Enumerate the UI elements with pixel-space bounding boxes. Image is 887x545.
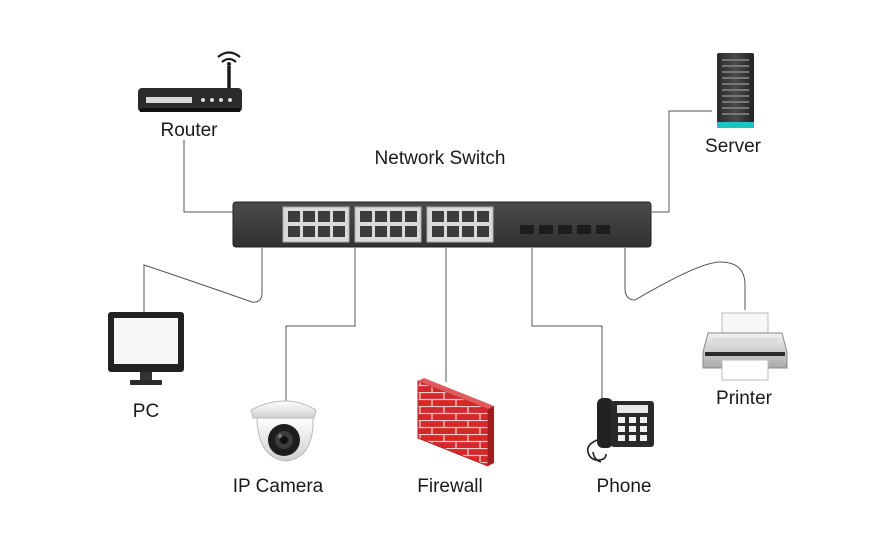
cable-pc [143,248,263,312]
switch-port [447,226,459,237]
network-switch [232,201,652,248]
phone-keypad [617,405,648,441]
device-label-camera: IP Camera [232,476,324,497]
phone-key [640,435,647,441]
switch-port [303,226,315,237]
switch-port [288,226,300,237]
switch-port [390,211,402,222]
cable-router [183,140,233,213]
phone-key [629,435,636,441]
server-icon [717,53,754,128]
switch-port [333,211,345,222]
router-icon [138,51,242,112]
phone-key [640,426,647,432]
brick-wall-icon [417,378,494,467]
switch-sfp-port [520,225,534,234]
switch-port [432,211,444,222]
switch-sfp-ports [520,225,610,234]
device-label-printer: Printer [716,388,772,409]
cable-phone [531,248,603,398]
switch-port [477,211,489,222]
desk-phone-icon [586,398,654,463]
switch-port [432,226,444,237]
phone-screen [617,405,648,413]
switch-port [462,226,474,237]
cable-server [652,110,712,213]
switch-port [405,226,417,237]
switch-port [360,226,372,237]
device-label-firewall: Firewall [417,476,483,497]
device-label-router: Router [160,120,218,141]
switch-sfp-port [596,225,610,234]
switch-sfp-port [539,225,553,234]
cable-camera [285,248,356,402]
monitor-icon [108,312,184,385]
switch-port [447,211,459,222]
switch-port [360,211,372,222]
switch-ports [288,211,489,237]
cable-lines [143,110,746,402]
switch-sfp-port [577,225,591,234]
switch-port [333,226,345,237]
switch-port [303,211,315,222]
phone-key [640,417,647,423]
phone-key [618,417,625,423]
device-label-phone: Phone [596,476,652,497]
switch-port [318,211,330,222]
switch-port [462,211,474,222]
switch-port [477,226,489,237]
switch-label: Network Switch [374,148,506,169]
printer-icon [702,312,788,381]
phone-key [629,417,636,423]
switch-sfp-port [558,225,572,234]
switch-port [390,226,402,237]
phone-key [618,435,625,441]
switch-port [288,211,300,222]
switch-port [318,226,330,237]
dome-camera-icon [250,400,317,462]
phone-key [629,426,636,432]
device-label-server: Server [705,136,761,157]
switch-port [375,226,387,237]
cable-printer [624,248,746,310]
phone-key [618,426,625,432]
switch-port [405,211,417,222]
device-label-pc: PC [132,401,160,422]
switch-port [375,211,387,222]
